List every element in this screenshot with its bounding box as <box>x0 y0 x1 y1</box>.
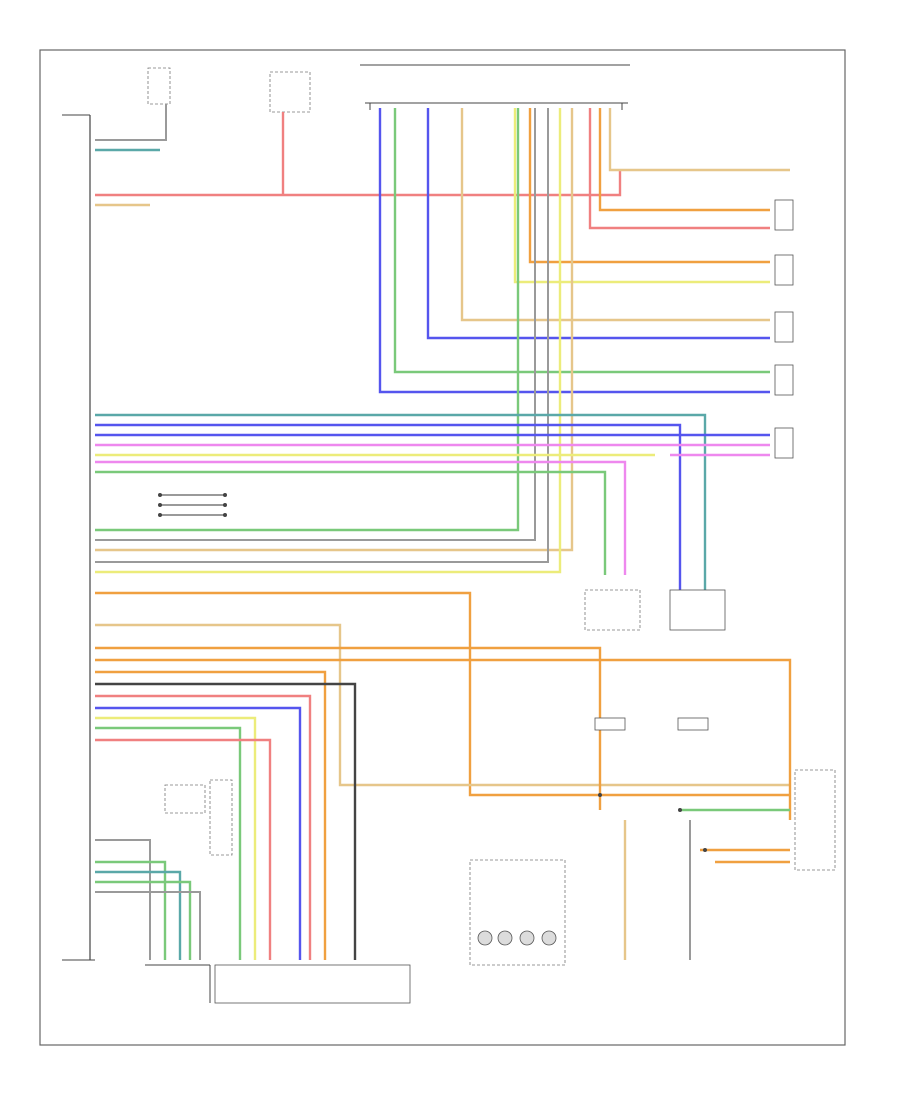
wire-green-lower <box>95 470 607 575</box>
right-front-speaker <box>774 199 794 231</box>
wire-gray-amp-left <box>95 108 536 541</box>
wire-black-1 <box>95 682 357 960</box>
wire-gray-relay <box>95 104 167 141</box>
radio-control-module <box>164 784 206 814</box>
wire-output-ground <box>608 108 790 172</box>
right-rear-speaker <box>774 311 794 343</box>
wire-lr-speaker-b <box>378 108 770 394</box>
right-speaker-bottom <box>677 717 709 731</box>
speaker-connectors <box>774 199 794 459</box>
wire-orange-long <box>95 591 790 797</box>
wire-violet-lower <box>95 460 627 575</box>
wire-green-bl-1 <box>95 860 167 960</box>
fuse-block <box>269 71 311 113</box>
wire-yellow-amp-left <box>95 108 562 574</box>
right-tweeter-module <box>669 589 726 631</box>
wire-orange-mid <box>95 646 602 810</box>
wire-tan-amp-left <box>95 108 574 552</box>
left-tweeter-module <box>584 589 641 631</box>
wire-rr-speaker-a <box>460 108 770 322</box>
relay-module <box>209 779 233 856</box>
splices <box>158 493 707 852</box>
wire-orange-3 <box>95 670 327 960</box>
wire-lr-speaker-a <box>393 108 770 374</box>
power-supply-relay <box>147 67 171 105</box>
wire-yellow-1 <box>95 716 257 960</box>
wire-teal-bl-1 <box>95 870 182 960</box>
amplifier-connector <box>360 64 630 110</box>
main-unit-connector <box>62 114 95 961</box>
wire-blue-1 <box>95 706 302 960</box>
telematics-plugs <box>477 930 557 946</box>
wires <box>95 104 792 960</box>
wire-green-amp-left <box>95 108 520 532</box>
wire-red-1 <box>95 694 312 960</box>
wire-rr-speaker-b <box>426 108 770 340</box>
cd-changer-box <box>214 964 411 1004</box>
wire-green-1 <box>95 726 242 960</box>
subwoofer-connector <box>794 769 836 871</box>
wire-blue-center-a <box>95 423 682 590</box>
wire-green-bl-2 <box>95 880 192 960</box>
wire-rf-speaker-a <box>598 108 770 212</box>
wire-gray-bl-1 <box>95 839 151 960</box>
wire-orange-mid2 <box>95 658 792 820</box>
wire-lf-speaker-b <box>513 108 770 284</box>
diagram-frame <box>39 49 846 1046</box>
wire-lf-speaker-a <box>528 108 770 264</box>
wire-red-2 <box>95 738 272 960</box>
wire-gray-bl-2 <box>95 891 201 960</box>
telematics-module <box>469 859 566 966</box>
left-front-speaker <box>774 254 794 286</box>
center-speaker <box>774 427 794 459</box>
left-speaker-bottom <box>594 717 626 731</box>
left-rear-speaker <box>774 364 794 396</box>
wire-rf-speaker-b <box>588 108 770 230</box>
wire-tan-long <box>95 623 790 787</box>
wire-red-power <box>95 170 622 197</box>
wire-gray-amp-left-2 <box>95 108 549 563</box>
wire-teal-center <box>95 413 707 590</box>
